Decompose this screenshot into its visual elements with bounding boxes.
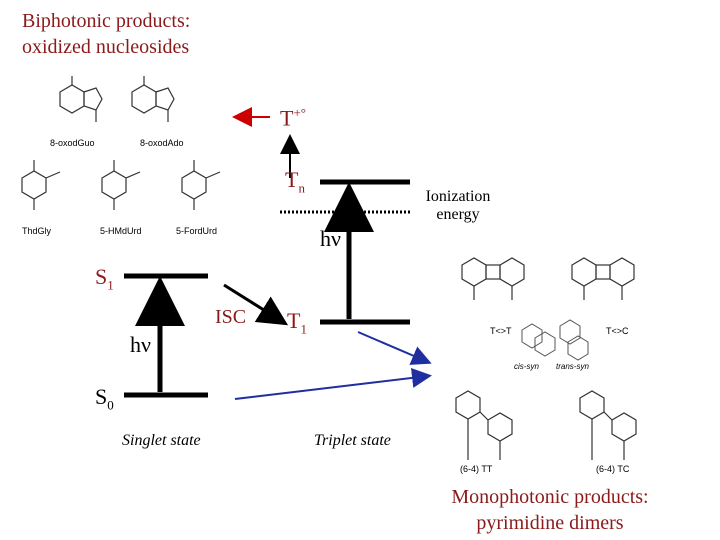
- structure-label-8-oxodguo: 8-oxodGuo: [50, 138, 95, 148]
- monophotonic-title: Monophotonic products: pyrimidine dimers: [432, 484, 668, 536]
- structure-label-trans-syn: trans-syn: [556, 362, 589, 371]
- structure-label-tt-cyclobutane: T<>T: [490, 326, 512, 336]
- t-radical-sup: +°: [293, 105, 306, 120]
- 64-tt-structure: [455, 390, 513, 460]
- structure-label-cis-syn: cis-syn: [514, 362, 539, 371]
- hv-singlet-label: hν: [130, 332, 151, 357]
- s0-to-dimer-arrow: [234, 367, 432, 400]
- structure-label-5-hmdurd: 5-HMdUrd: [100, 226, 142, 236]
- 5-hmdurd-structure: [101, 160, 141, 210]
- hv-triplet-label: hν: [320, 226, 341, 251]
- ionization-line2: energy: [436, 206, 480, 223]
- trans-syn-structure: [559, 319, 589, 361]
- 5-fordurd-structure: [181, 160, 221, 210]
- 64-tc-structure: [579, 390, 637, 460]
- t1-base: T: [287, 308, 301, 333]
- singlet-caption: Singlet state: [122, 432, 201, 449]
- biphotonic-title-line1: Biphotonic products:: [22, 10, 191, 32]
- s1-sub: 1: [107, 277, 114, 293]
- s1-label: S1: [95, 264, 114, 293]
- ionization-line1: Ionization: [425, 188, 491, 205]
- t-radical-base: T: [280, 105, 294, 131]
- monophotonic-title-line1: Monophotonic products:: [451, 486, 649, 508]
- biphotonic-title: Biphotonic products: oxidized nucleoside…: [22, 8, 190, 60]
- tn-label: Tn: [285, 167, 305, 196]
- structure-label-64-tt: (6-4) TT: [460, 464, 493, 474]
- s0-sub: 0: [107, 397, 114, 413]
- tn-sub: n: [298, 180, 305, 196]
- structure-label-5-fordurd: 5-FordUrd: [176, 226, 218, 236]
- biphotonic-title-line2: oxidized nucleosides: [22, 36, 190, 58]
- ionization-energy-label: Ionization energy: [418, 188, 498, 224]
- s0-label: S0: [95, 384, 114, 413]
- s0-base: S: [95, 384, 108, 409]
- t1-label: T1: [287, 308, 307, 337]
- structure-label-tc-cyclobutane: T<>C: [606, 326, 629, 336]
- isc-arrow: [223, 283, 289, 326]
- 8-oxodado-structure: [131, 76, 175, 122]
- monophotonic-title-line2: pyrimidine dimers: [476, 512, 624, 534]
- structure-label-64-tc: (6-4) TC: [596, 464, 630, 474]
- tn-base: T: [285, 167, 299, 192]
- cis-syn-structure: [521, 323, 556, 357]
- isc-label: ISC: [215, 306, 247, 328]
- 8-oxodguo-structure: [59, 76, 103, 122]
- s1-base: S: [95, 264, 108, 289]
- thdgly-structure: [21, 160, 61, 210]
- triplet-caption: Triplet state: [314, 432, 391, 449]
- structure-label-8-oxodado: 8-oxodAdo: [140, 138, 184, 148]
- cyclobutane-tt-structure: [461, 257, 525, 300]
- t-radical-label: T+°: [280, 105, 306, 131]
- structure-label-thdgly: ThdGly: [22, 226, 52, 236]
- cyclobutane-tc-structure: [571, 257, 635, 300]
- t1-sub: 1: [300, 321, 307, 337]
- t1-to-dimer-arrow: [357, 331, 432, 365]
